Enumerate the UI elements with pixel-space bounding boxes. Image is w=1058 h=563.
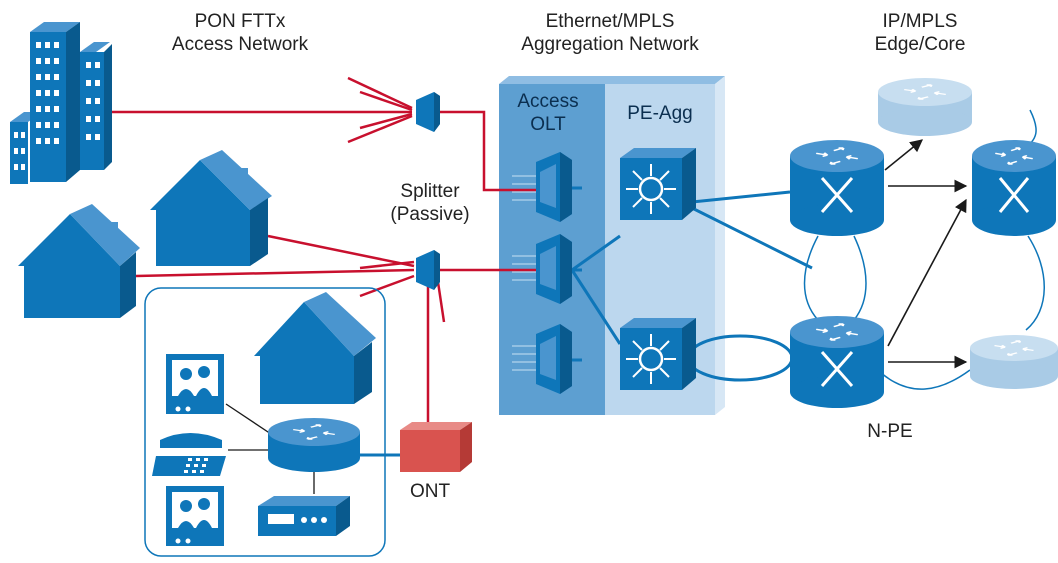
tv-icon [166,354,224,414]
npe-text: N-PE [867,421,913,442]
pon-access-header: PON FTTx Access Network [150,10,330,56]
splitter-icon [416,250,440,290]
phone-icon [152,433,226,476]
band-side-edge [715,76,725,415]
splitter-line2: (Passive) [390,204,470,225]
router-icon [972,140,1056,236]
splitter-label: Splitter (Passive) [370,180,490,226]
ethernet-header-line1: Ethernet/MPLS [545,11,675,32]
house-icon [18,204,140,318]
fiber-links [112,76,536,430]
router-icon [970,335,1058,389]
ont-text: ONT [409,481,451,502]
olt-icon [512,152,572,222]
ethernet-aggregation-header: Ethernet/MPLS Aggregation Network [490,10,730,56]
aggregation-switch-icon [620,148,696,220]
splitter-line1: Splitter [400,181,460,202]
set-top-box-icon [258,496,350,536]
home-network-box [144,287,386,557]
home-links [225,403,315,494]
pe-agg-label: PE-Agg [605,102,715,125]
router-icon [790,140,884,236]
band-top-edge [499,76,725,84]
tv-icon [166,486,224,546]
core-header: IP/MPLS Edge/Core [850,10,990,56]
pon-header-line1: PON FTTx [194,11,286,32]
office-building-icon [10,22,112,184]
splitter-icon [416,92,440,132]
access-olt-label: Access OLT [500,90,596,136]
core-links [803,109,1045,390]
router-icon [878,78,972,136]
aggregation-switch-icon [620,318,696,390]
router-icon [790,316,884,408]
npe-label: N-PE [850,420,930,443]
olt-icon [512,234,572,304]
core-header-line2: Edge/Core [874,34,966,55]
olt-icon [512,324,572,394]
ont-label: ONT [400,480,460,503]
ethernet-header-line2: Aggregation Network [521,34,699,55]
house-icon [150,150,272,266]
access-olt-line2: OLT [530,114,566,135]
pon-header-line2: Access Network [171,34,309,55]
ont-icon [400,422,472,472]
house-icon [254,292,376,404]
core-header-line1: IP/MPLS [882,11,958,32]
core-arrows [884,139,968,369]
router-icon [268,418,360,472]
access-olt-line1: Access [517,91,579,112]
pe-agg-text: PE-Agg [627,103,693,124]
